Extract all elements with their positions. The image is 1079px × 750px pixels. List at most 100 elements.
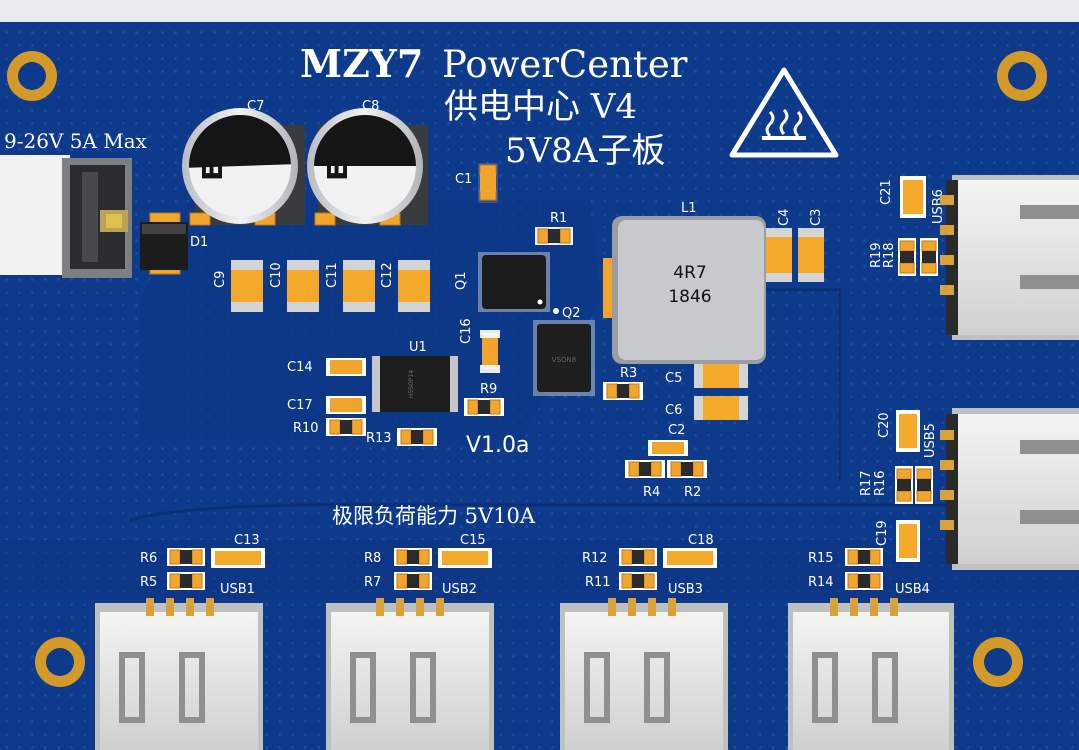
- capacitor-c19: [896, 520, 920, 562]
- ref-c17: C17: [287, 398, 313, 413]
- resistor-r10: [326, 418, 366, 436]
- ref-r17: R17: [859, 470, 874, 496]
- resistor-r16: [895, 466, 913, 504]
- ref-c18: C18: [688, 533, 714, 548]
- capacitor-c4: [766, 228, 792, 282]
- title-product: PowerCenter: [442, 43, 688, 86]
- ref-r15: R15: [808, 551, 834, 566]
- capacitor-c10: [287, 260, 319, 312]
- ref-c14: C14: [287, 360, 313, 375]
- ref-c2: C2: [668, 423, 685, 438]
- ref-usb6: USB6: [931, 189, 946, 224]
- resistor-r15: [845, 548, 883, 566]
- usb-port-usb5: [940, 408, 1079, 570]
- ref-r8: R8: [364, 551, 381, 566]
- ref-r18: R18: [882, 242, 897, 268]
- ref-c21: C21: [879, 179, 894, 205]
- ref-r2: R2: [684, 485, 701, 500]
- usb-port-usb3: [560, 598, 728, 750]
- ref-usb2: USB2: [442, 582, 477, 597]
- ref-r7: R7: [364, 575, 381, 590]
- capacitor-c17: [326, 396, 366, 414]
- ref-c19: C19: [875, 520, 890, 546]
- ref-c12: C12: [380, 262, 395, 288]
- ref-c13: C13: [234, 533, 260, 548]
- mounting-hole: [973, 637, 1023, 687]
- mosfet-q1: [478, 252, 550, 312]
- resistor-r14: [845, 572, 883, 590]
- svg-text:E: E: [321, 162, 354, 181]
- capacitor-c13: [211, 548, 265, 568]
- mosfet-q2: VSON8: [533, 308, 595, 396]
- ref-l1: L1: [681, 201, 697, 216]
- svg-text:E: E: [196, 162, 229, 181]
- resistor-r7: [394, 572, 432, 590]
- version-label: V1.0a: [466, 433, 530, 458]
- resistor-r11: [619, 572, 657, 590]
- ref-c8: C8: [362, 99, 379, 114]
- ref-q2: Q2: [562, 306, 581, 321]
- ref-c15: C15: [460, 533, 486, 548]
- ref-r14: R14: [808, 575, 834, 590]
- usb-port-usb4: [788, 598, 954, 750]
- svg-text:VSON8: VSON8: [552, 356, 576, 364]
- resistor-r8: [394, 548, 432, 566]
- title-variant: 5V8A子板: [505, 131, 665, 171]
- title-subtitle: 供电中心 V4: [444, 87, 637, 127]
- capacitor-c2: [648, 440, 688, 456]
- resistor-r4: [625, 460, 665, 478]
- ref-usb1: USB1: [220, 582, 255, 597]
- ref-c4: C4: [777, 209, 792, 226]
- ref-usb4: USB4: [895, 582, 930, 597]
- resistor-r6: [167, 548, 205, 566]
- resistor-r18: [920, 238, 938, 276]
- title-bold: MZY7: [300, 41, 423, 86]
- ref-c3: C3: [809, 209, 824, 226]
- ref-r19: R19: [869, 242, 884, 268]
- resistor-r3: [603, 382, 643, 400]
- capacitor-c18: [663, 548, 717, 568]
- resistor-r17: [915, 466, 933, 504]
- electrolytic-capacitor-c7: E: [182, 108, 305, 226]
- capacitor-c14: [326, 358, 366, 376]
- resistor-r2: [667, 460, 707, 478]
- capacity-label: 极限负荷能力 5V10A: [332, 504, 536, 528]
- ic-u1: H5SOP14: [372, 356, 458, 412]
- ref-c5: C5: [665, 371, 682, 386]
- input-spec-label: 9-26V 5A Max: [4, 129, 148, 153]
- ref-c10: C10: [269, 262, 284, 288]
- dc-input-connector: [0, 155, 132, 278]
- ref-r5: R5: [140, 575, 157, 590]
- usb-port-usb6: [940, 175, 1079, 340]
- hot-surface-warning-icon: [729, 67, 839, 158]
- ref-d1: D1: [190, 235, 208, 250]
- ref-q1: Q1: [454, 271, 469, 290]
- capacitor-c1: [478, 163, 498, 203]
- resistor-r9: [464, 398, 504, 416]
- ref-usb3: USB3: [668, 582, 703, 597]
- ref-u1: U1: [409, 340, 427, 355]
- ref-r3: R3: [620, 366, 637, 381]
- resistor-r19: [898, 238, 916, 276]
- svg-text:H5SOP14: H5SOP14: [408, 370, 415, 398]
- capacitor-c5: [694, 364, 748, 388]
- capacitor-c11: [343, 260, 375, 312]
- capacitor-c16: [480, 330, 500, 373]
- inductor-l1: 4R7 1846: [603, 216, 766, 364]
- svg-text:4R7: 4R7: [673, 263, 706, 283]
- ref-r9: R9: [480, 382, 497, 397]
- mounting-hole: [997, 51, 1047, 101]
- electrolytic-capacitor-c8: E: [307, 108, 428, 226]
- diode-d1: [140, 212, 188, 275]
- ref-c1: C1: [455, 172, 472, 187]
- svg-text:1846: 1846: [668, 287, 711, 307]
- capacitor-c3: [798, 228, 824, 282]
- capacitor-c12: [398, 260, 430, 312]
- ref-c7: C7: [247, 99, 264, 114]
- ref-r10: R10: [293, 421, 319, 436]
- ref-c11: C11: [325, 262, 340, 288]
- ref-r11: R11: [585, 575, 611, 590]
- capacitor-c15: [438, 548, 492, 568]
- ref-r13: R13: [366, 431, 392, 446]
